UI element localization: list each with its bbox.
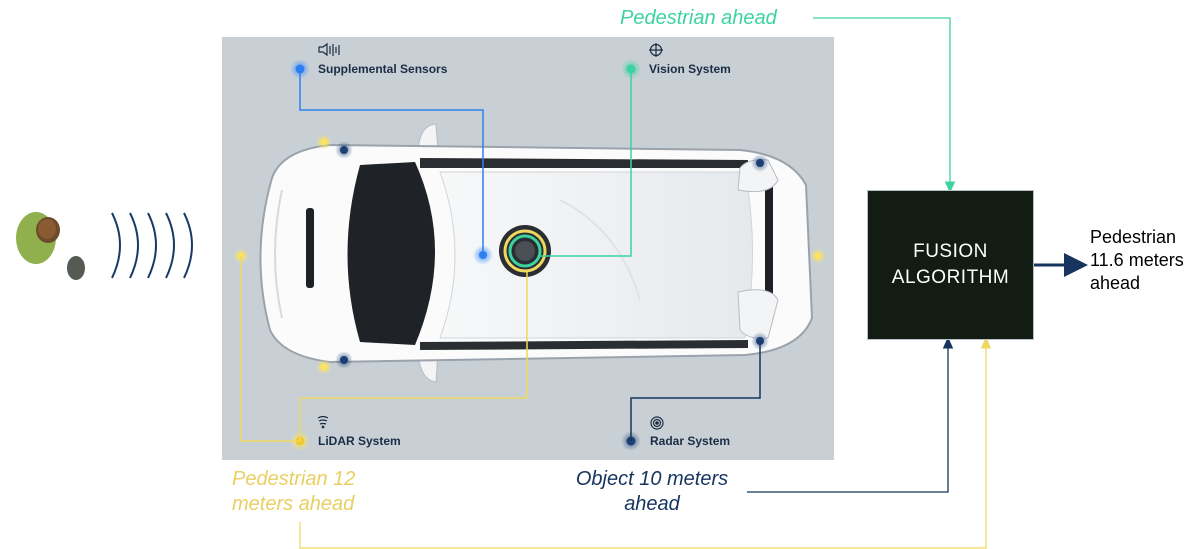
signal-wave-icon bbox=[317, 415, 329, 429]
lidar-connector bbox=[299, 270, 528, 441]
radar-target-icon bbox=[650, 416, 664, 430]
lidar-message: Pedestrian 12 meters ahead bbox=[232, 468, 356, 515]
sensor-points bbox=[233, 134, 826, 375]
vision-system-label: Vision System bbox=[649, 62, 731, 76]
fusion-algorithm-label: FUSION ALGORITHM bbox=[891, 241, 1010, 288]
vision-message: Pedestrian ahead bbox=[620, 7, 777, 29]
pedestrian-figure bbox=[16, 212, 85, 280]
radar-connector bbox=[630, 341, 761, 441]
lidar-system-label: LiDAR System bbox=[318, 434, 401, 448]
supplemental-connector bbox=[299, 69, 484, 255]
car-top-view bbox=[259, 123, 814, 383]
supplemental-sensors-label: Supplemental Sensors bbox=[318, 62, 448, 76]
radar-message: Object 10 meters ahead bbox=[575, 468, 729, 515]
lidar-message-arrow bbox=[299, 336, 992, 549]
vision-connector bbox=[540, 69, 632, 257]
fusion-output: Pedestrian 11.6 meters ahead bbox=[1090, 227, 1184, 293]
lidar-side-connector bbox=[240, 256, 300, 442]
radar-system-label: Radar System bbox=[650, 434, 731, 448]
sensing-waves-icon bbox=[111, 212, 193, 279]
fusion-algorithm-box: FUSION ALGORITHM bbox=[867, 190, 1034, 340]
radar-message-arrow bbox=[747, 336, 954, 493]
speaker-wave-icon bbox=[318, 42, 340, 57]
crosshair-globe-icon bbox=[649, 43, 663, 57]
vision-message-arrow bbox=[813, 17, 956, 194]
